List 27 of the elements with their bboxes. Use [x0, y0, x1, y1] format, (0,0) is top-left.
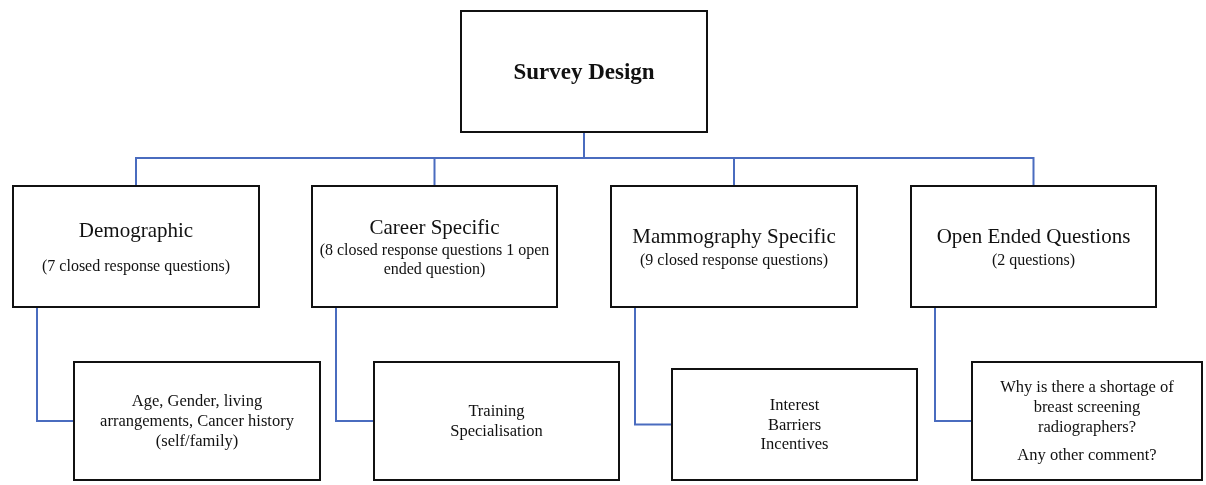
detail-text: Why is there a shortage of breast screening radiographers?	[999, 377, 1175, 437]
node-heading: Survey Design	[513, 57, 655, 86]
node-subtext: (9 closed response questions)	[640, 249, 828, 269]
category-box	[12, 185, 260, 308]
node-heading: Career Specific	[369, 214, 500, 240]
category-box	[610, 185, 858, 308]
node-heading: Open Ended Questions	[936, 224, 1131, 250]
detail-box	[971, 361, 1203, 481]
title-box	[460, 10, 708, 133]
category-box	[311, 185, 558, 308]
detail-box	[373, 361, 620, 481]
detail-text: Training Specialisation	[450, 401, 543, 441]
node-heading: Mammography Specific	[632, 224, 836, 250]
detail-note: Any other comment?	[1016, 444, 1158, 465]
detail-text: Age, Gender, living arrangements, Cancer history (self/family)	[99, 391, 295, 451]
node-subtext: (2 questions)	[991, 249, 1076, 269]
detail-text: Interest Barriers Incentives	[760, 394, 829, 455]
detail-box	[671, 368, 918, 481]
node-heading: Demographic	[78, 218, 194, 244]
category-box	[910, 185, 1157, 308]
detail-box	[73, 361, 321, 481]
node-subtext: (8 closed response questions 1 open ended question)	[318, 239, 551, 279]
connector-line	[36, 307, 74, 422]
connector-line	[934, 307, 972, 422]
connector-line	[634, 307, 672, 426]
node-subtext: (7 closed response questions)	[42, 255, 230, 275]
connector-line	[335, 307, 374, 422]
